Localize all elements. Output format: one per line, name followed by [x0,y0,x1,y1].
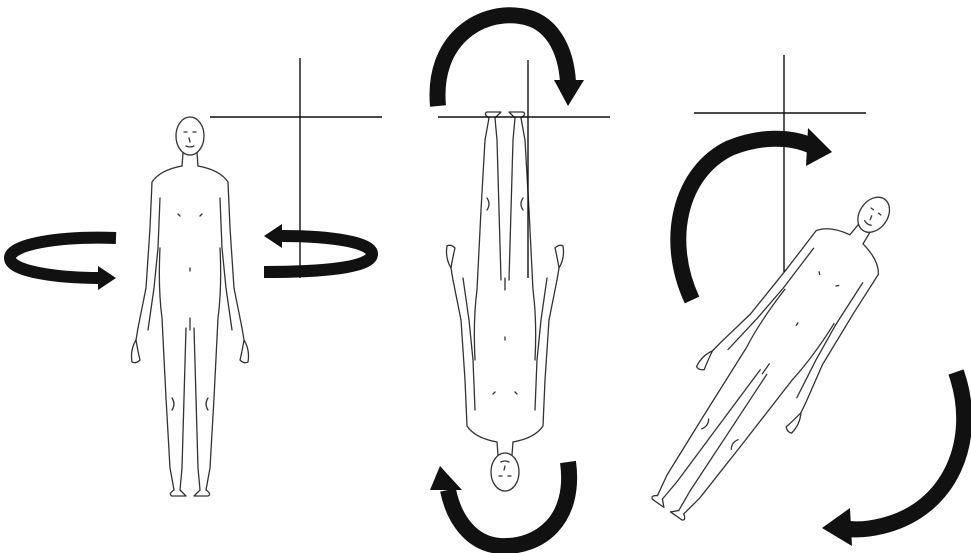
bottom-curved-arrow [430,462,569,546]
inverted-human-figure [447,112,564,491]
upper-curved-arrow [678,128,832,300]
standing-human-figure [132,117,249,496]
tilted-human-figure [619,166,932,544]
right-ring-arrow [264,224,372,272]
left-ring-arrow [10,238,116,290]
panel-inverted-rotation [430,15,610,546]
lower-curved-arrow [822,372,964,546]
panel-vertical-rotation [10,58,382,496]
top-curved-arrow [437,15,584,106]
panel-tilted-rotation [619,55,964,546]
